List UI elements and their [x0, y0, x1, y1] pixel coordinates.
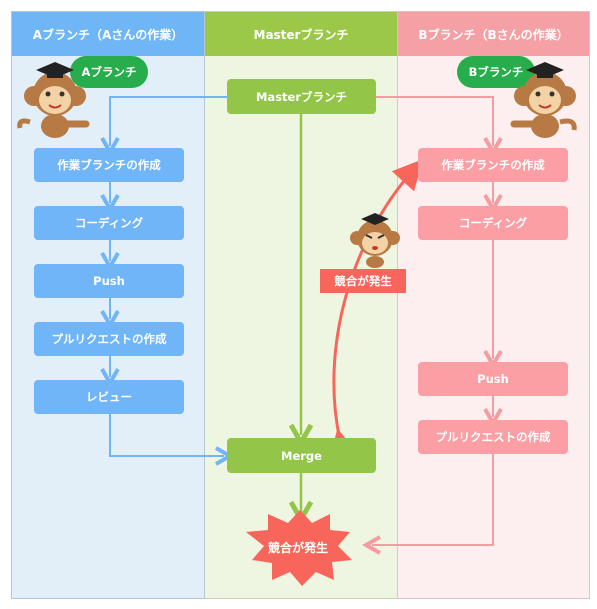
bubble-b: Bブランチ [457, 56, 535, 88]
b-step-coding: コーディング [418, 206, 568, 240]
conflict-burst-text: 競合が発生 [268, 541, 329, 555]
b-step-push: Push [418, 362, 568, 396]
conflict-label: 競合が発生 [320, 269, 406, 293]
angry-monkey-icon [350, 213, 400, 268]
conflict-burst-icon [246, 510, 352, 586]
connector-a-to-merge [109, 414, 224, 456]
b-step-create-branch: 作業ブランチの作成 [418, 148, 568, 182]
a-step-pull-request: プルリクエストの作成 [34, 322, 184, 356]
conflict-curve [329, 159, 424, 461]
a-step-coding: コーディング [34, 206, 184, 240]
connector-master-to-b [376, 96, 493, 146]
monkey-a-icon [17, 62, 90, 138]
a-step-create-branch: 作業ブランチの作成 [34, 148, 184, 182]
connector-b-to-conflict [372, 454, 494, 545]
lane-a-title: Aブランチ（Aさんの作業） [12, 12, 204, 56]
a-step-review: レビュー [34, 380, 184, 414]
master-start-box: Masterブランチ [227, 79, 376, 114]
merge-box: Merge [227, 438, 376, 473]
b-step-pull-request: プルリクエストの作成 [418, 420, 568, 454]
connector-master-to-a [110, 96, 227, 146]
monkey-b-icon [510, 62, 577, 138]
a-step-push: Push [34, 264, 184, 298]
lane-b-title: Bブランチ（Bさんの作業） [398, 12, 589, 56]
lane-master-title: Masterブランチ [205, 12, 397, 56]
bubble-a: Aブランチ [70, 56, 148, 88]
